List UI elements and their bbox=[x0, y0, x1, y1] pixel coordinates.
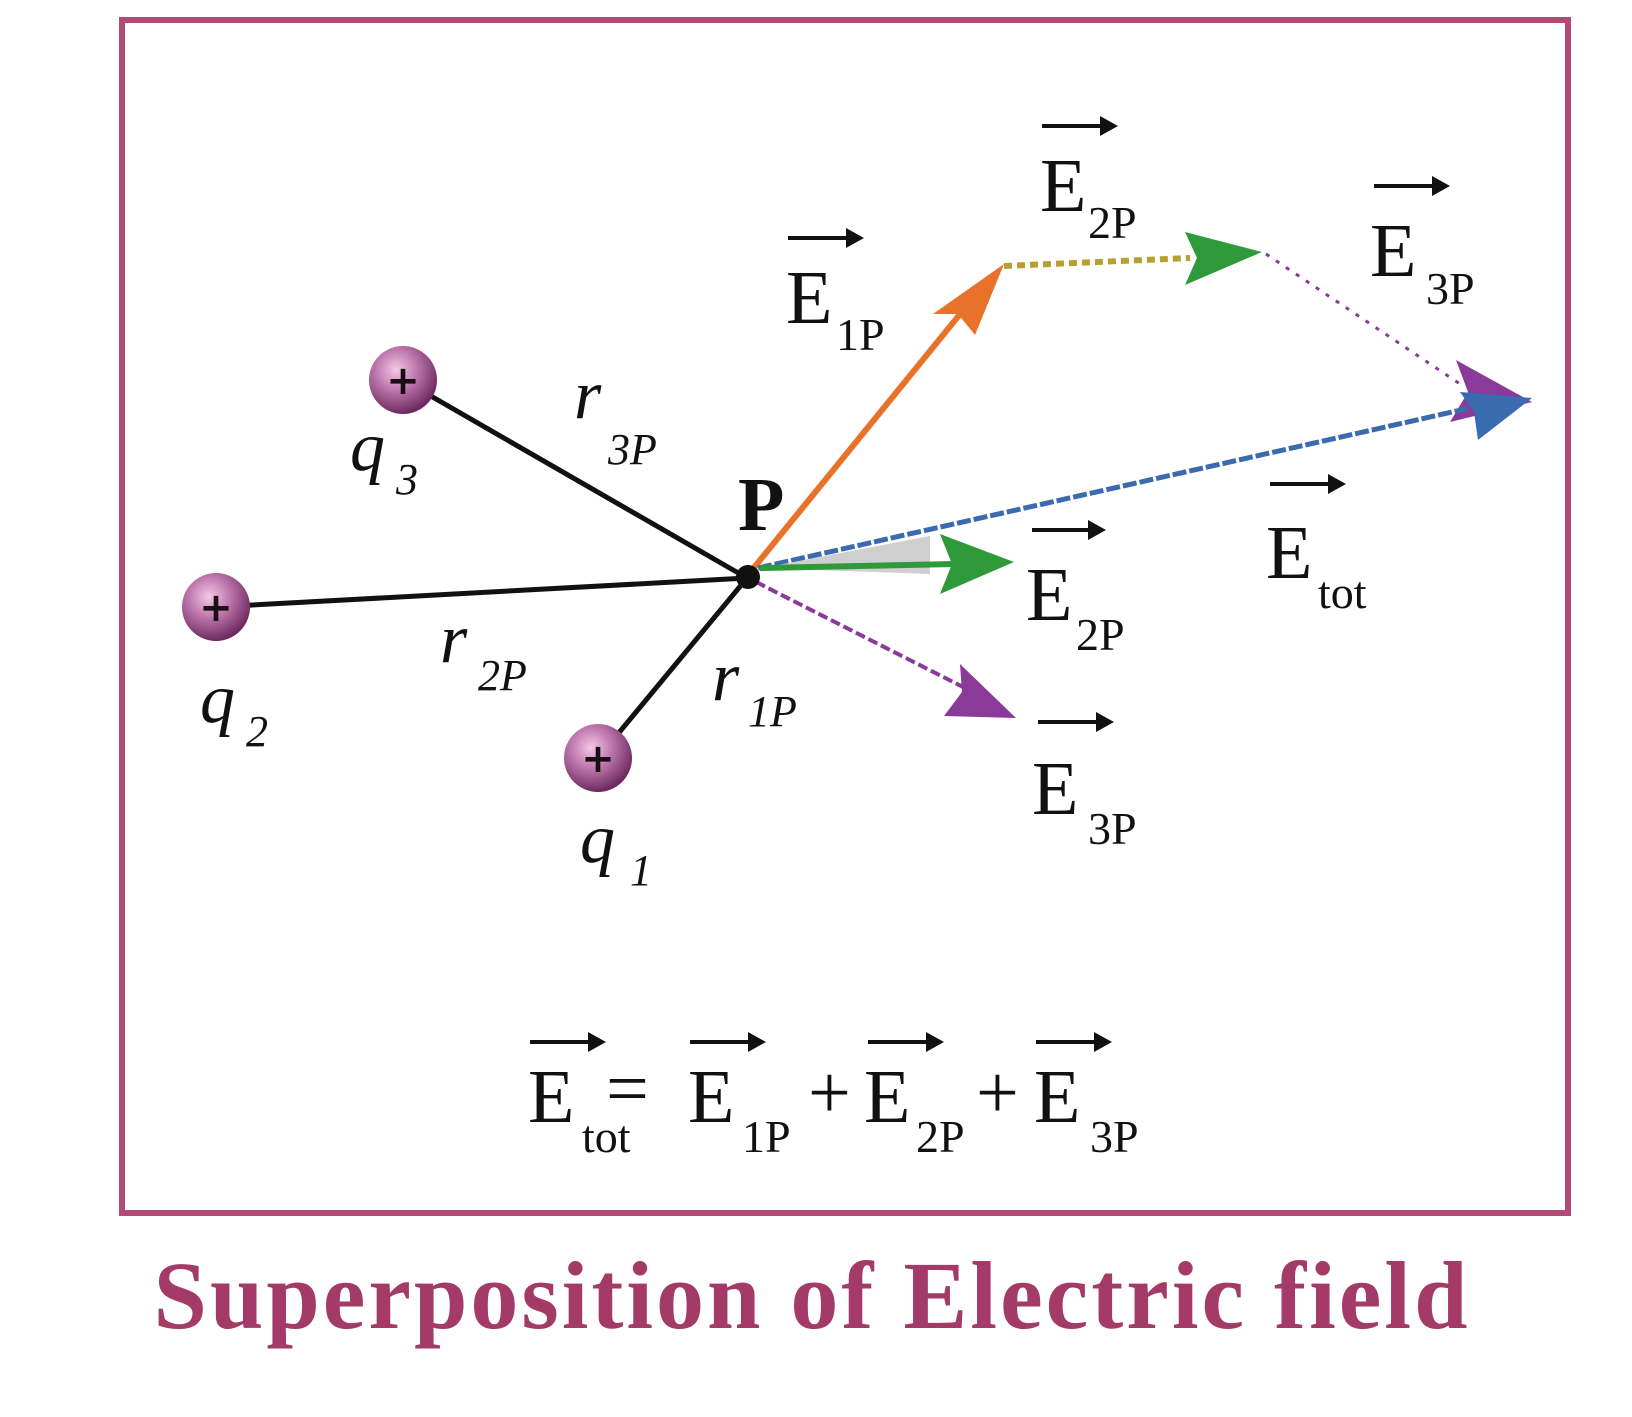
eq-term-2: E 2P bbox=[864, 1032, 965, 1162]
r2p-name: r bbox=[440, 601, 468, 678]
r2p-label: r 2P bbox=[440, 601, 527, 700]
e2p-shifted-vector bbox=[1003, 232, 1262, 285]
e1p-base: E bbox=[786, 256, 832, 340]
r3p-label: r 3P bbox=[574, 357, 657, 474]
charge-q3-sign: + bbox=[386, 358, 420, 404]
e1p-vector bbox=[749, 264, 1004, 572]
e1p-label: E 1P bbox=[786, 228, 885, 360]
eq-term-1: E 1P bbox=[688, 1032, 791, 1162]
r1p-name: r bbox=[712, 639, 740, 716]
q2-name: q bbox=[200, 661, 235, 738]
q3-name: q bbox=[350, 409, 385, 486]
superposition-equation: E tot = E 1P + E 2P + E 3P bbox=[528, 1032, 1139, 1162]
e2p-sub: 2P bbox=[1076, 609, 1125, 660]
eq-lhs-sub: tot bbox=[582, 1111, 631, 1162]
eq-lhs: E tot bbox=[528, 1032, 631, 1162]
e2p-label: E 2P bbox=[1026, 520, 1125, 660]
e3p-top-base: E bbox=[1370, 209, 1416, 293]
charge-q1-label: q 1 bbox=[580, 801, 652, 895]
e1p-sub: 1P bbox=[836, 309, 885, 360]
figure-caption: Superposition of Electric field bbox=[154, 1242, 1471, 1349]
e3p-top-sub: 3P bbox=[1426, 263, 1475, 314]
charge-q2: + bbox=[182, 573, 250, 641]
charge-q2-label: q 2 bbox=[200, 661, 268, 756]
r1p-line bbox=[596, 576, 749, 760]
e3p-top-label: E 3P bbox=[1370, 176, 1475, 314]
etot-label: E tot bbox=[1266, 474, 1367, 618]
e3p-vector bbox=[755, 580, 1016, 718]
r1p-label: r 1P bbox=[712, 639, 797, 736]
etot-sub: tot bbox=[1318, 567, 1367, 618]
e3p-sub: 3P bbox=[1088, 803, 1137, 854]
charge-q1-sign: + bbox=[581, 736, 615, 782]
eq-term-3: E 3P bbox=[1034, 1032, 1139, 1162]
charge-q3: + bbox=[369, 346, 437, 414]
r1p-sub: 1P bbox=[748, 687, 797, 736]
diagram-frame bbox=[119, 17, 1571, 1216]
q2-sub: 2 bbox=[246, 707, 268, 756]
e2p-vector bbox=[759, 534, 1014, 594]
eq-term-3-base: E bbox=[1034, 1055, 1080, 1139]
eq-term-2-base: E bbox=[864, 1055, 910, 1139]
eq-term-1-base: E bbox=[688, 1055, 734, 1139]
charge-q2-sign: + bbox=[199, 585, 233, 631]
eq-term-3-sub: 3P bbox=[1090, 1111, 1139, 1162]
e2p-top-base: E bbox=[1040, 144, 1086, 228]
eq-term-1-sub: 1P bbox=[742, 1111, 791, 1162]
e3p-label: E 3P bbox=[1032, 712, 1137, 854]
e2p-top-sub: 2P bbox=[1088, 197, 1137, 248]
r2p-line bbox=[215, 575, 748, 610]
e2p-base: E bbox=[1026, 553, 1072, 637]
r3p-sub: 3P bbox=[607, 425, 657, 474]
etot-vector bbox=[757, 392, 1532, 571]
eq-equals: = bbox=[606, 1047, 649, 1131]
eq-lhs-base: E bbox=[528, 1055, 574, 1139]
r3p-name: r bbox=[574, 357, 602, 434]
q1-sub: 1 bbox=[630, 846, 652, 895]
r3p-line bbox=[401, 377, 749, 581]
charge-q3-label: q 3 bbox=[350, 409, 418, 504]
point-p bbox=[736, 565, 760, 589]
r2p-sub: 2P bbox=[478, 651, 527, 700]
q3-sub: 3 bbox=[395, 455, 418, 504]
charge-q1: + bbox=[564, 724, 632, 792]
eq-plus-1: + bbox=[808, 1051, 851, 1135]
q1-name: q bbox=[580, 801, 615, 878]
e3p-base: E bbox=[1032, 747, 1078, 831]
eq-plus-2: + bbox=[976, 1051, 1019, 1135]
e2p-top-label: E 2P bbox=[1040, 116, 1137, 248]
point-p-label: P bbox=[738, 463, 784, 547]
eq-term-2-sub: 2P bbox=[916, 1111, 965, 1162]
etot-base: E bbox=[1266, 511, 1312, 595]
